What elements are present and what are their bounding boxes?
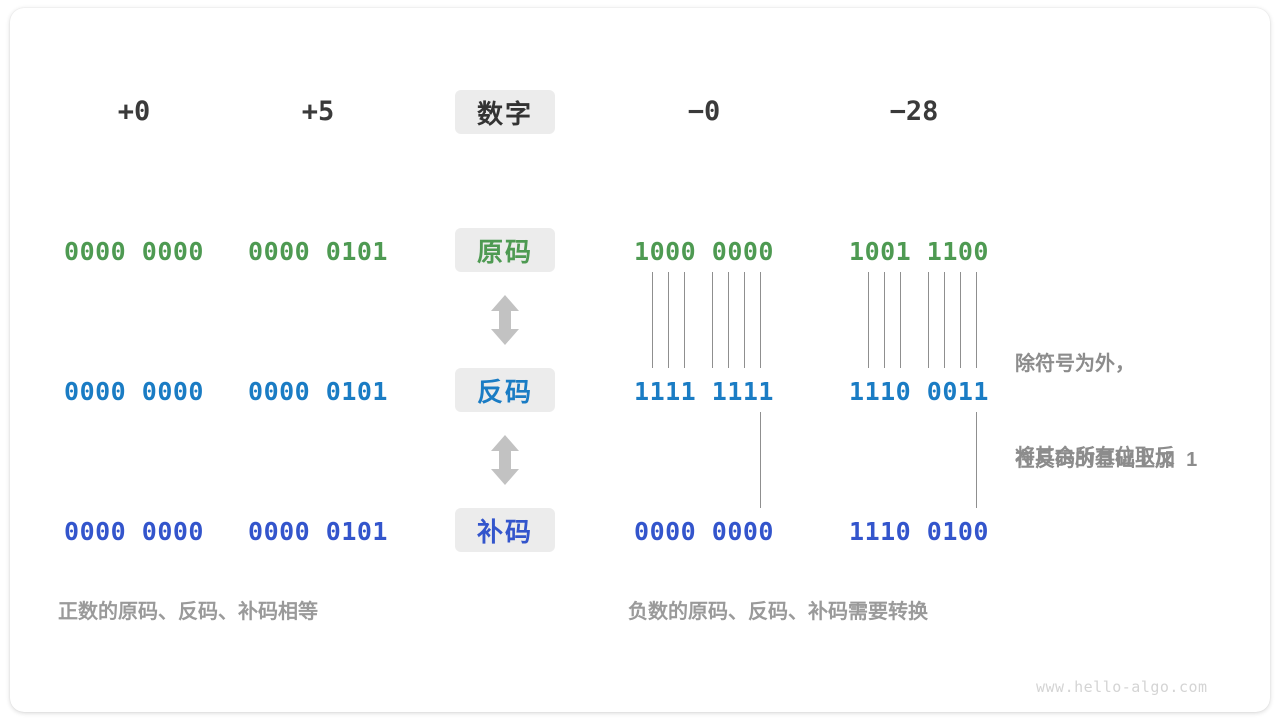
column-header-neg-twentyeight: −28 bbox=[889, 96, 939, 127]
cell-ones-complement-pos-five: 0000 0101 bbox=[248, 377, 388, 406]
connector-line bbox=[976, 272, 977, 368]
connector-line bbox=[684, 272, 685, 368]
annotation-add-one: 在反码的基础上加 1 bbox=[1015, 449, 1198, 471]
connector-line bbox=[976, 412, 977, 508]
cell-twos-complement-neg-twentyeight: 1110 0100 bbox=[849, 517, 989, 546]
cell-ones-complement-neg-zero: 1111 1111 bbox=[634, 377, 774, 406]
cell-sign-magnitude-pos-zero: 0000 0000 bbox=[64, 237, 204, 266]
row-label-twos-complement: 补码 bbox=[455, 508, 555, 552]
connector-line bbox=[928, 272, 929, 368]
connector-line bbox=[712, 272, 713, 368]
connector-line bbox=[884, 272, 885, 368]
caption-negative-numbers: 负数的原码、反码、补码需要转换 bbox=[628, 601, 928, 623]
cell-twos-complement-pos-five: 0000 0101 bbox=[248, 517, 388, 546]
connector-line bbox=[668, 272, 669, 368]
caption-positive-numbers: 正数的原码、反码、补码相等 bbox=[58, 601, 318, 623]
connector-line bbox=[960, 272, 961, 368]
annotation-invert-bits-line2: 将其余所有位取反 bbox=[1015, 446, 1175, 468]
convert-arrow-sign-to-ones bbox=[487, 293, 523, 347]
convert-arrow-ones-to-twos bbox=[487, 433, 523, 487]
diagram-card: +0 +5 −0 −28 数字 0000 0000 0000 0101 1000… bbox=[10, 8, 1270, 712]
row-label-number: 数字 bbox=[455, 90, 555, 134]
cell-sign-magnitude-neg-twentyeight: 1001 1100 bbox=[849, 237, 989, 266]
connector-line bbox=[760, 272, 761, 368]
cell-ones-complement-neg-twentyeight: 1110 0011 bbox=[849, 377, 989, 406]
annotation-invert-bits-line1: 除符号为外， bbox=[1015, 353, 1135, 375]
watermark: www.hello-algo.com bbox=[1036, 678, 1208, 696]
connector-line bbox=[728, 272, 729, 368]
connector-line bbox=[652, 272, 653, 368]
column-header-neg-zero: −0 bbox=[687, 96, 721, 127]
cell-twos-complement-pos-zero: 0000 0000 bbox=[64, 517, 204, 546]
cell-sign-magnitude-neg-zero: 1000 0000 bbox=[634, 237, 774, 266]
cell-sign-magnitude-pos-five: 0000 0101 bbox=[248, 237, 388, 266]
connector-line bbox=[744, 272, 745, 368]
cell-twos-complement-neg-zero: 0000 0000 bbox=[634, 517, 774, 546]
cell-ones-complement-pos-zero: 0000 0000 bbox=[64, 377, 204, 406]
connector-line bbox=[944, 272, 945, 368]
annotation-invert-bits: 除符号为外， 将其余所有位取反 bbox=[1015, 287, 1175, 535]
column-header-pos-zero: +0 bbox=[117, 96, 151, 127]
connector-line bbox=[868, 272, 869, 368]
connector-line bbox=[900, 272, 901, 368]
row-label-sign-magnitude: 原码 bbox=[455, 228, 555, 272]
row-label-ones-complement: 反码 bbox=[455, 368, 555, 412]
column-header-pos-five: +5 bbox=[301, 96, 335, 127]
connector-line bbox=[760, 412, 761, 508]
